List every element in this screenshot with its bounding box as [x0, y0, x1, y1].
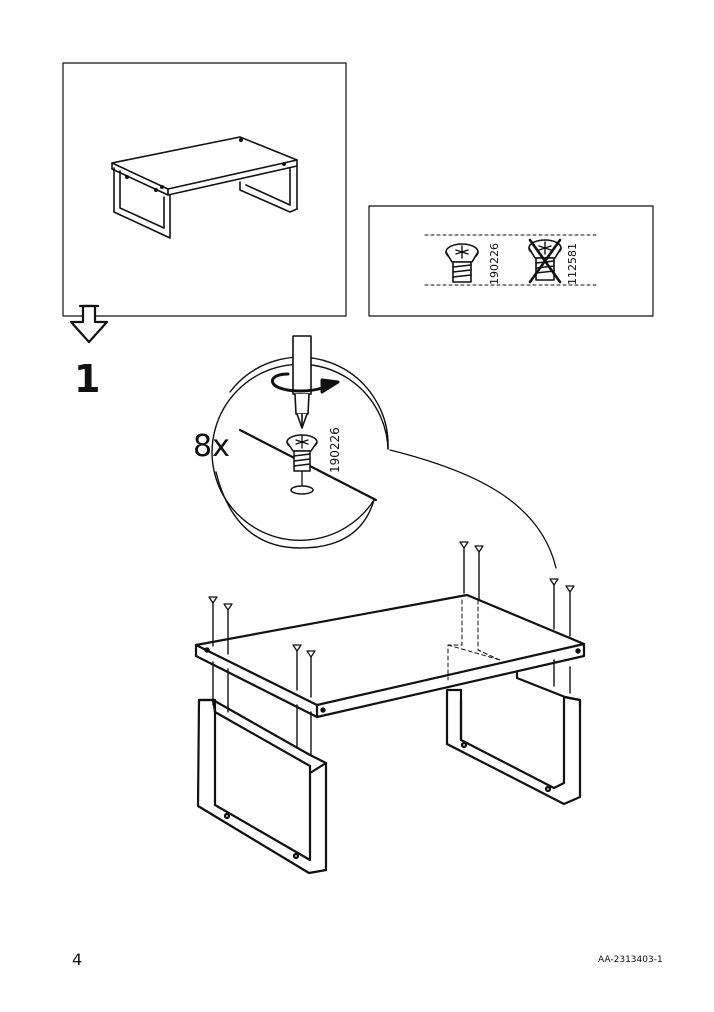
callout-screw-part-number: 190226: [328, 427, 342, 473]
shelf-assembly: [194, 541, 586, 875]
cross-icon: [528, 238, 562, 284]
detail-callout: [211, 335, 557, 569]
left-frame: [196, 698, 328, 875]
screw-comparison-panel: [368, 205, 654, 317]
right-frame: [445, 671, 582, 806]
finished-shelf-preview: [111, 136, 298, 239]
wrong-screw-part-number: 112581: [566, 243, 579, 285]
overview-panel: [62, 62, 347, 317]
document-code: AA-2313403-1: [598, 955, 663, 965]
step-number: 1: [74, 357, 101, 401]
screw-icon: [445, 243, 479, 283]
screw-alignment: [212, 544, 571, 756]
rotate-arrow-icon: [271, 372, 340, 394]
screws: [208, 541, 575, 658]
page-number: 4: [72, 950, 83, 969]
quantity-label: 8x: [193, 429, 230, 464]
arrow-down-icon: [69, 304, 109, 344]
screwdriver-icon: [292, 335, 312, 429]
screw-icon: [286, 434, 318, 495]
screw-part-number: 190226: [488, 243, 501, 285]
wrong-screw-icon: [528, 238, 562, 284]
